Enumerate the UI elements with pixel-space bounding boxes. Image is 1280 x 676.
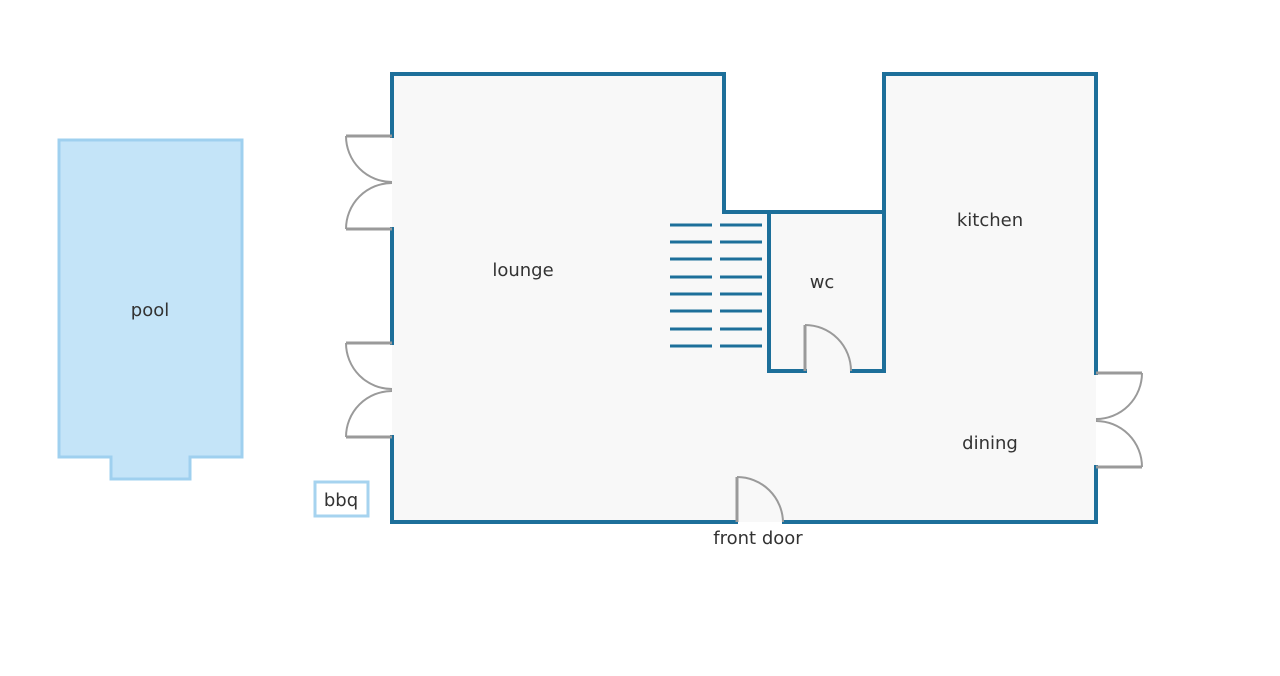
door-wc xyxy=(803,324,852,372)
door-left-lower xyxy=(345,341,393,439)
pool: pool xyxy=(57,138,244,481)
stairs xyxy=(670,223,762,348)
pool-shape xyxy=(57,138,244,481)
bbq: bbq xyxy=(313,480,370,518)
pool-label: pool xyxy=(131,300,169,321)
wc-label: wc xyxy=(810,272,835,293)
house-floor xyxy=(392,74,1096,522)
front-door-label: front door xyxy=(713,528,803,549)
door-left-upper xyxy=(345,134,393,231)
bbq-label: bbq xyxy=(324,490,358,511)
dining-label: dining xyxy=(962,433,1018,454)
house-walls xyxy=(390,72,1098,524)
door-front xyxy=(735,476,784,523)
wall-wc xyxy=(767,210,807,373)
bbq-box xyxy=(313,480,370,518)
wall-bottom-left xyxy=(390,435,738,524)
doors xyxy=(345,134,1143,523)
door-dining xyxy=(1095,371,1143,469)
wall-bottom-right xyxy=(782,465,1098,524)
wall-left-upper xyxy=(390,72,1098,375)
kitchen-label: kitchen xyxy=(957,210,1023,231)
wall-wc-right xyxy=(850,210,886,373)
lounge-label: lounge xyxy=(492,260,553,281)
